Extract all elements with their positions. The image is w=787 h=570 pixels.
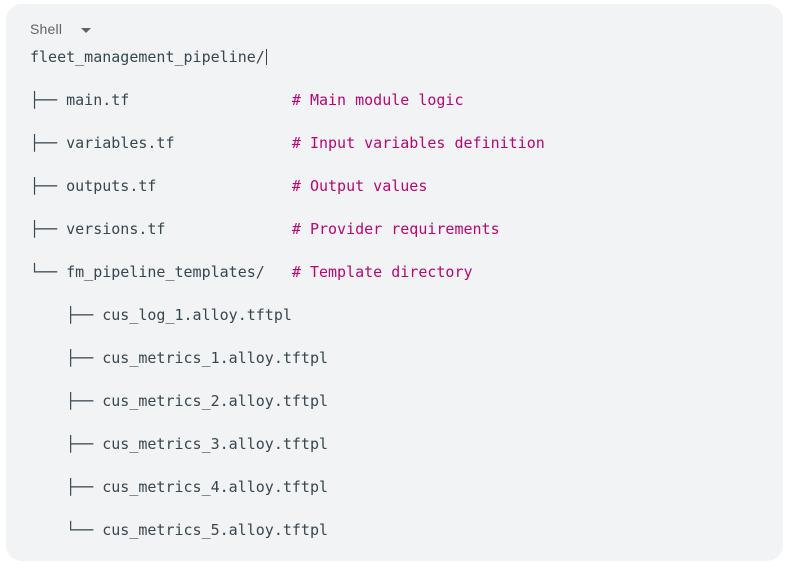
language-label: Shell: [30, 21, 63, 37]
tree-row-text: └── cus_metrics_5.alloy.tftpl: [30, 521, 329, 539]
tree-row: ├── outputs.tf # Output values: [30, 176, 759, 198]
tree-row-text: └── fm_pipeline_templates/: [30, 263, 292, 281]
tree-row-text: ├── cus_metrics_2.alloy.tftpl: [30, 392, 329, 410]
tree-row: ├── versions.tf # Provider requirements: [30, 219, 759, 241]
tree-row: └── fm_pipeline_templates/ # Template di…: [30, 262, 759, 284]
tree-row-text: ├── cus_metrics_4.alloy.tftpl: [30, 478, 329, 496]
tree-row: └── cus_metrics_5.alloy.tftpl: [30, 520, 759, 542]
tree-row-comment: # Input variables definition: [291, 134, 545, 152]
tree-row: ├── cus_metrics_3.alloy.tftpl: [30, 434, 759, 456]
tree-row-text: ├── cus_metrics_3.alloy.tftpl: [30, 435, 329, 453]
directory-path: fleet_management_pipeline/: [30, 48, 265, 66]
tree-row-text: ├── outputs.tf: [30, 177, 292, 195]
tree-rows: ├── main.tf # Main module logic ├── varia…: [30, 90, 759, 542]
tree-row-text: ├── variables.tf: [30, 134, 292, 152]
directory-path-line: fleet_management_pipeline/: [30, 47, 759, 69]
tree-row-comment: # Template directory: [291, 263, 473, 281]
tree-row: ├── variables.tf # Input variables defin…: [30, 133, 759, 155]
text-cursor: [265, 49, 268, 65]
tree-row-comment: # Provider requirements: [291, 220, 500, 238]
tree-row-comment: # Output values: [291, 177, 428, 195]
tree-row-text: ├── versions.tf: [30, 220, 292, 238]
chevron-down-icon: [81, 27, 92, 33]
code-content: fleet_management_pipeline/ ├── main.tf #…: [30, 47, 759, 542]
code-block: Shell fleet_management_pipeline/ ├── mai…: [6, 4, 783, 561]
tree-row: ├── main.tf # Main module logic: [30, 90, 759, 112]
tree-row: ├── cus_metrics_1.alloy.tftpl: [30, 348, 759, 370]
tree-row-text: ├── main.tf: [30, 91, 292, 109]
tree-row-comment: # Main module logic: [291, 91, 464, 109]
tree-row: ├── cus_log_1.alloy.tftpl: [30, 305, 759, 327]
code-block-header: Shell: [30, 21, 759, 37]
language-selector[interactable]: Shell: [30, 21, 92, 37]
tree-row: ├── cus_metrics_2.alloy.tftpl: [30, 391, 759, 413]
tree-row-text: ├── cus_log_1.alloy.tftpl: [30, 306, 292, 324]
tree-row: ├── cus_metrics_4.alloy.tftpl: [30, 477, 759, 499]
tree-row-text: ├── cus_metrics_1.alloy.tftpl: [30, 349, 329, 367]
